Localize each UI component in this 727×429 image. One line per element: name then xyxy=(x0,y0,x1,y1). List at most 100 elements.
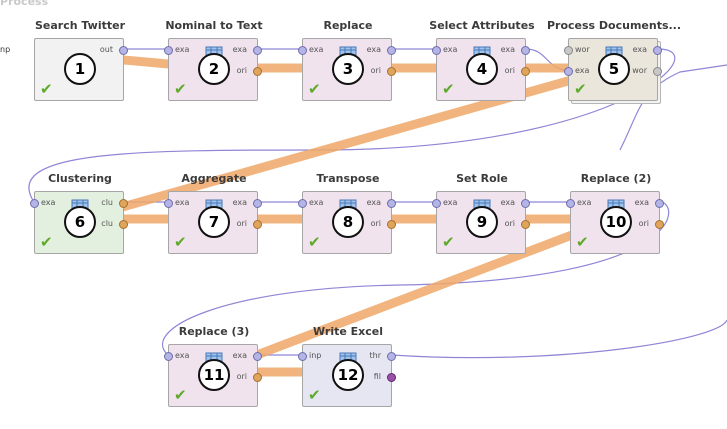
output-port[interactable] xyxy=(521,199,530,208)
output-port[interactable] xyxy=(119,220,128,229)
input-port[interactable] xyxy=(564,67,573,76)
green-checkmark-icon: ✔ xyxy=(40,233,53,251)
output-port-label: exa xyxy=(500,45,515,54)
green-checkmark-icon: ✔ xyxy=(40,80,53,98)
input-port-label: exa xyxy=(309,45,324,54)
input-port-label: inp xyxy=(309,351,322,360)
output-port-label: out xyxy=(99,45,113,54)
output-port[interactable] xyxy=(653,46,662,55)
operator-name: Aggregate xyxy=(181,172,247,185)
operator-name: Replace (3) xyxy=(178,325,250,338)
step-number-badge: 12 xyxy=(332,359,364,391)
output-port[interactable] xyxy=(655,220,664,229)
output-port[interactable] xyxy=(119,46,128,55)
step-number-badge: 9 xyxy=(466,206,498,238)
output-port[interactable] xyxy=(655,199,664,208)
operator-name: Write Excel xyxy=(312,325,384,338)
green-checkmark-icon: ✔ xyxy=(308,386,321,404)
step-number-badge: 10 xyxy=(600,206,632,238)
output-port[interactable] xyxy=(387,373,396,382)
operator-name: Replace xyxy=(323,19,373,32)
input-port-label: exa xyxy=(175,351,190,360)
output-port-label: fil xyxy=(373,372,381,381)
output-port-label: exa xyxy=(232,45,247,54)
output-port[interactable] xyxy=(387,199,396,208)
output-port[interactable] xyxy=(387,67,396,76)
operator-name: Clustering xyxy=(48,172,112,185)
step-number-badge: 4 xyxy=(466,53,498,85)
output-port[interactable] xyxy=(253,199,262,208)
input-port[interactable] xyxy=(564,46,573,55)
output-port[interactable] xyxy=(119,199,128,208)
input-port-label: exa xyxy=(575,66,590,75)
output-port[interactable] xyxy=(521,220,530,229)
output-port[interactable] xyxy=(387,220,396,229)
output-port-label: ori xyxy=(638,219,649,228)
output-port-label: ori xyxy=(504,219,515,228)
output-port[interactable] xyxy=(521,67,530,76)
output-port[interactable] xyxy=(253,220,262,229)
output-port-label: exa xyxy=(232,198,247,207)
output-port[interactable] xyxy=(253,46,262,55)
output-port-label: ori xyxy=(236,219,247,228)
output-port[interactable] xyxy=(521,46,530,55)
input-port[interactable] xyxy=(30,199,39,208)
input-port[interactable] xyxy=(432,199,441,208)
output-port[interactable] xyxy=(387,46,396,55)
input-port[interactable] xyxy=(164,352,173,361)
input-port[interactable] xyxy=(566,199,575,208)
input-port[interactable] xyxy=(298,46,307,55)
operator-replace-3[interactable]: Replace (3) exa exa ori 11 ✔ xyxy=(164,325,262,407)
output-port[interactable] xyxy=(387,352,396,361)
operator-replace-2[interactable]: Replace (2) exa exa ori 10 ✔ xyxy=(566,172,664,254)
input-port[interactable] xyxy=(298,199,307,208)
input-port[interactable] xyxy=(164,199,173,208)
step-number-badge: 3 xyxy=(332,53,364,85)
input-port[interactable] xyxy=(298,352,307,361)
output-port-label: wor xyxy=(632,66,647,75)
output-port-label: ori xyxy=(236,372,247,381)
green-checkmark-icon: ✔ xyxy=(174,80,187,98)
output-wire xyxy=(391,319,727,359)
output-port[interactable] xyxy=(253,373,262,382)
output-port-label: thr xyxy=(369,351,382,360)
input-port-label: exa xyxy=(577,198,592,207)
output-port[interactable] xyxy=(653,67,662,76)
step-number-badge: 11 xyxy=(198,359,230,391)
input-port-label: exa xyxy=(41,198,56,207)
operator-name: Nominal to Text xyxy=(165,19,263,32)
input-port-label: exa xyxy=(175,198,190,207)
green-checkmark-icon: ✔ xyxy=(576,233,589,251)
operator-name: Set Role xyxy=(456,172,508,185)
operator-write-excel[interactable]: Write Excel inp thr fil 12 ✔ xyxy=(298,325,396,407)
operator-name: Replace (2) xyxy=(580,172,652,185)
input-port-label: wor xyxy=(575,45,590,54)
step-number-badge: 2 xyxy=(198,53,230,85)
output-port[interactable] xyxy=(253,67,262,76)
output-port-label: exa xyxy=(500,198,515,207)
input-port-label: exa xyxy=(175,45,190,54)
green-checkmark-icon: ✔ xyxy=(308,80,321,98)
output-port-label: ori xyxy=(370,219,381,228)
input-port[interactable] xyxy=(432,46,441,55)
operator-name: Search Twitter xyxy=(34,19,126,32)
output-port[interactable] xyxy=(253,352,262,361)
output-port-label: exa xyxy=(232,351,247,360)
step-number-badge: 8 xyxy=(332,206,364,238)
input-port[interactable] xyxy=(164,46,173,55)
input-port-label: exa xyxy=(309,198,324,207)
output-port-label: exa xyxy=(634,198,649,207)
step-number-badge: 1 xyxy=(64,53,96,85)
step-number-badge: 7 xyxy=(198,206,230,238)
green-checkmark-icon: ✔ xyxy=(174,386,187,404)
